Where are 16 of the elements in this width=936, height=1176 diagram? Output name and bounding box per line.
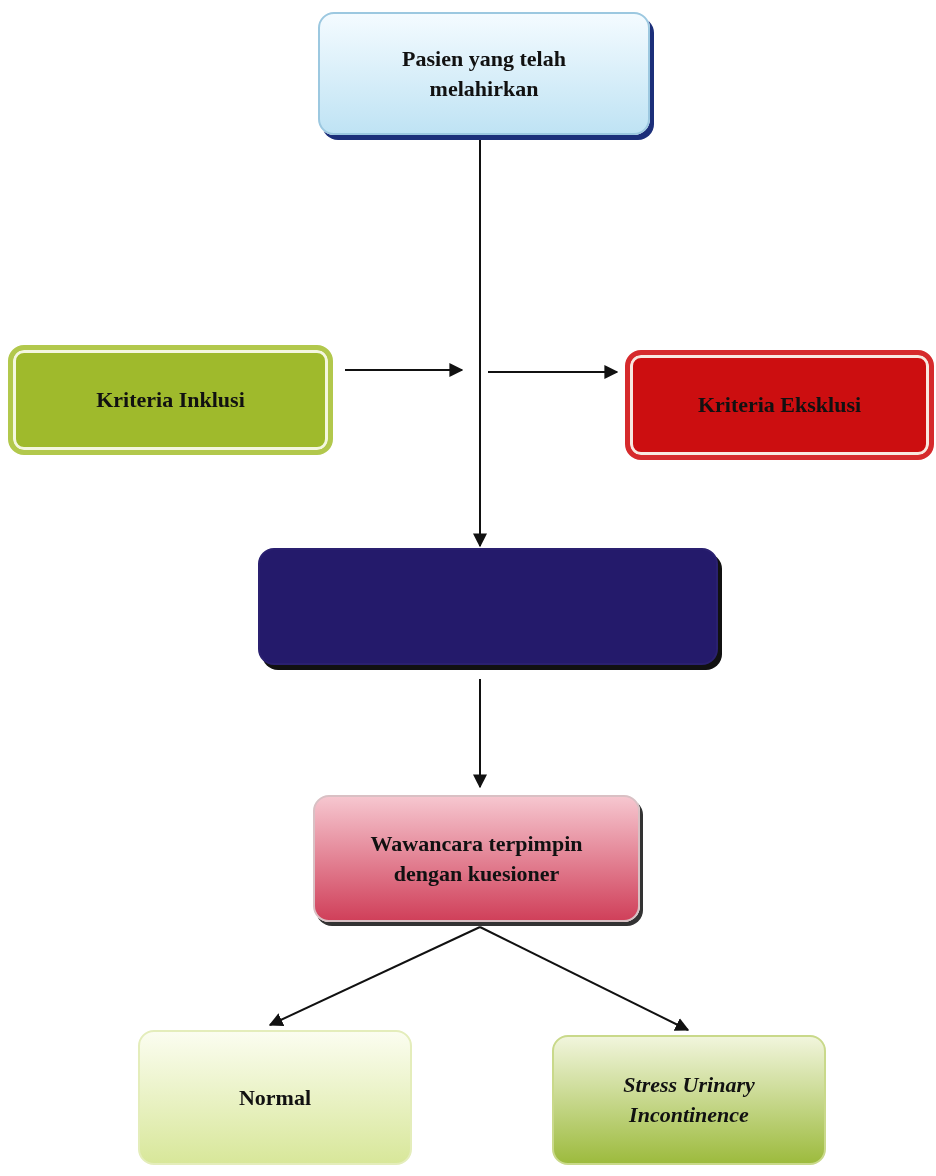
arrow bbox=[473, 678, 487, 789]
arrow bbox=[479, 926, 690, 1031]
arrow bbox=[473, 139, 487, 548]
node-label: Kriteria Inklusi bbox=[96, 386, 245, 415]
criteria-box bbox=[625, 350, 934, 460]
arrow bbox=[344, 363, 464, 377]
criteria-box bbox=[8, 345, 333, 455]
outcome-box bbox=[138, 1030, 412, 1165]
node-label: Stress Urinary Incontinence bbox=[622, 1071, 756, 1129]
node-label: Normal bbox=[238, 1083, 312, 1112]
node-label: Kriteria Eksklusi bbox=[697, 391, 862, 420]
arrow bbox=[487, 365, 619, 379]
arrow bbox=[268, 926, 481, 1026]
node-label: Wawancara terpimpin dengan kuesioner bbox=[369, 829, 584, 888]
node-label: Pasien yang telah melahirkan bbox=[401, 44, 567, 103]
outcome-box bbox=[552, 1035, 826, 1165]
